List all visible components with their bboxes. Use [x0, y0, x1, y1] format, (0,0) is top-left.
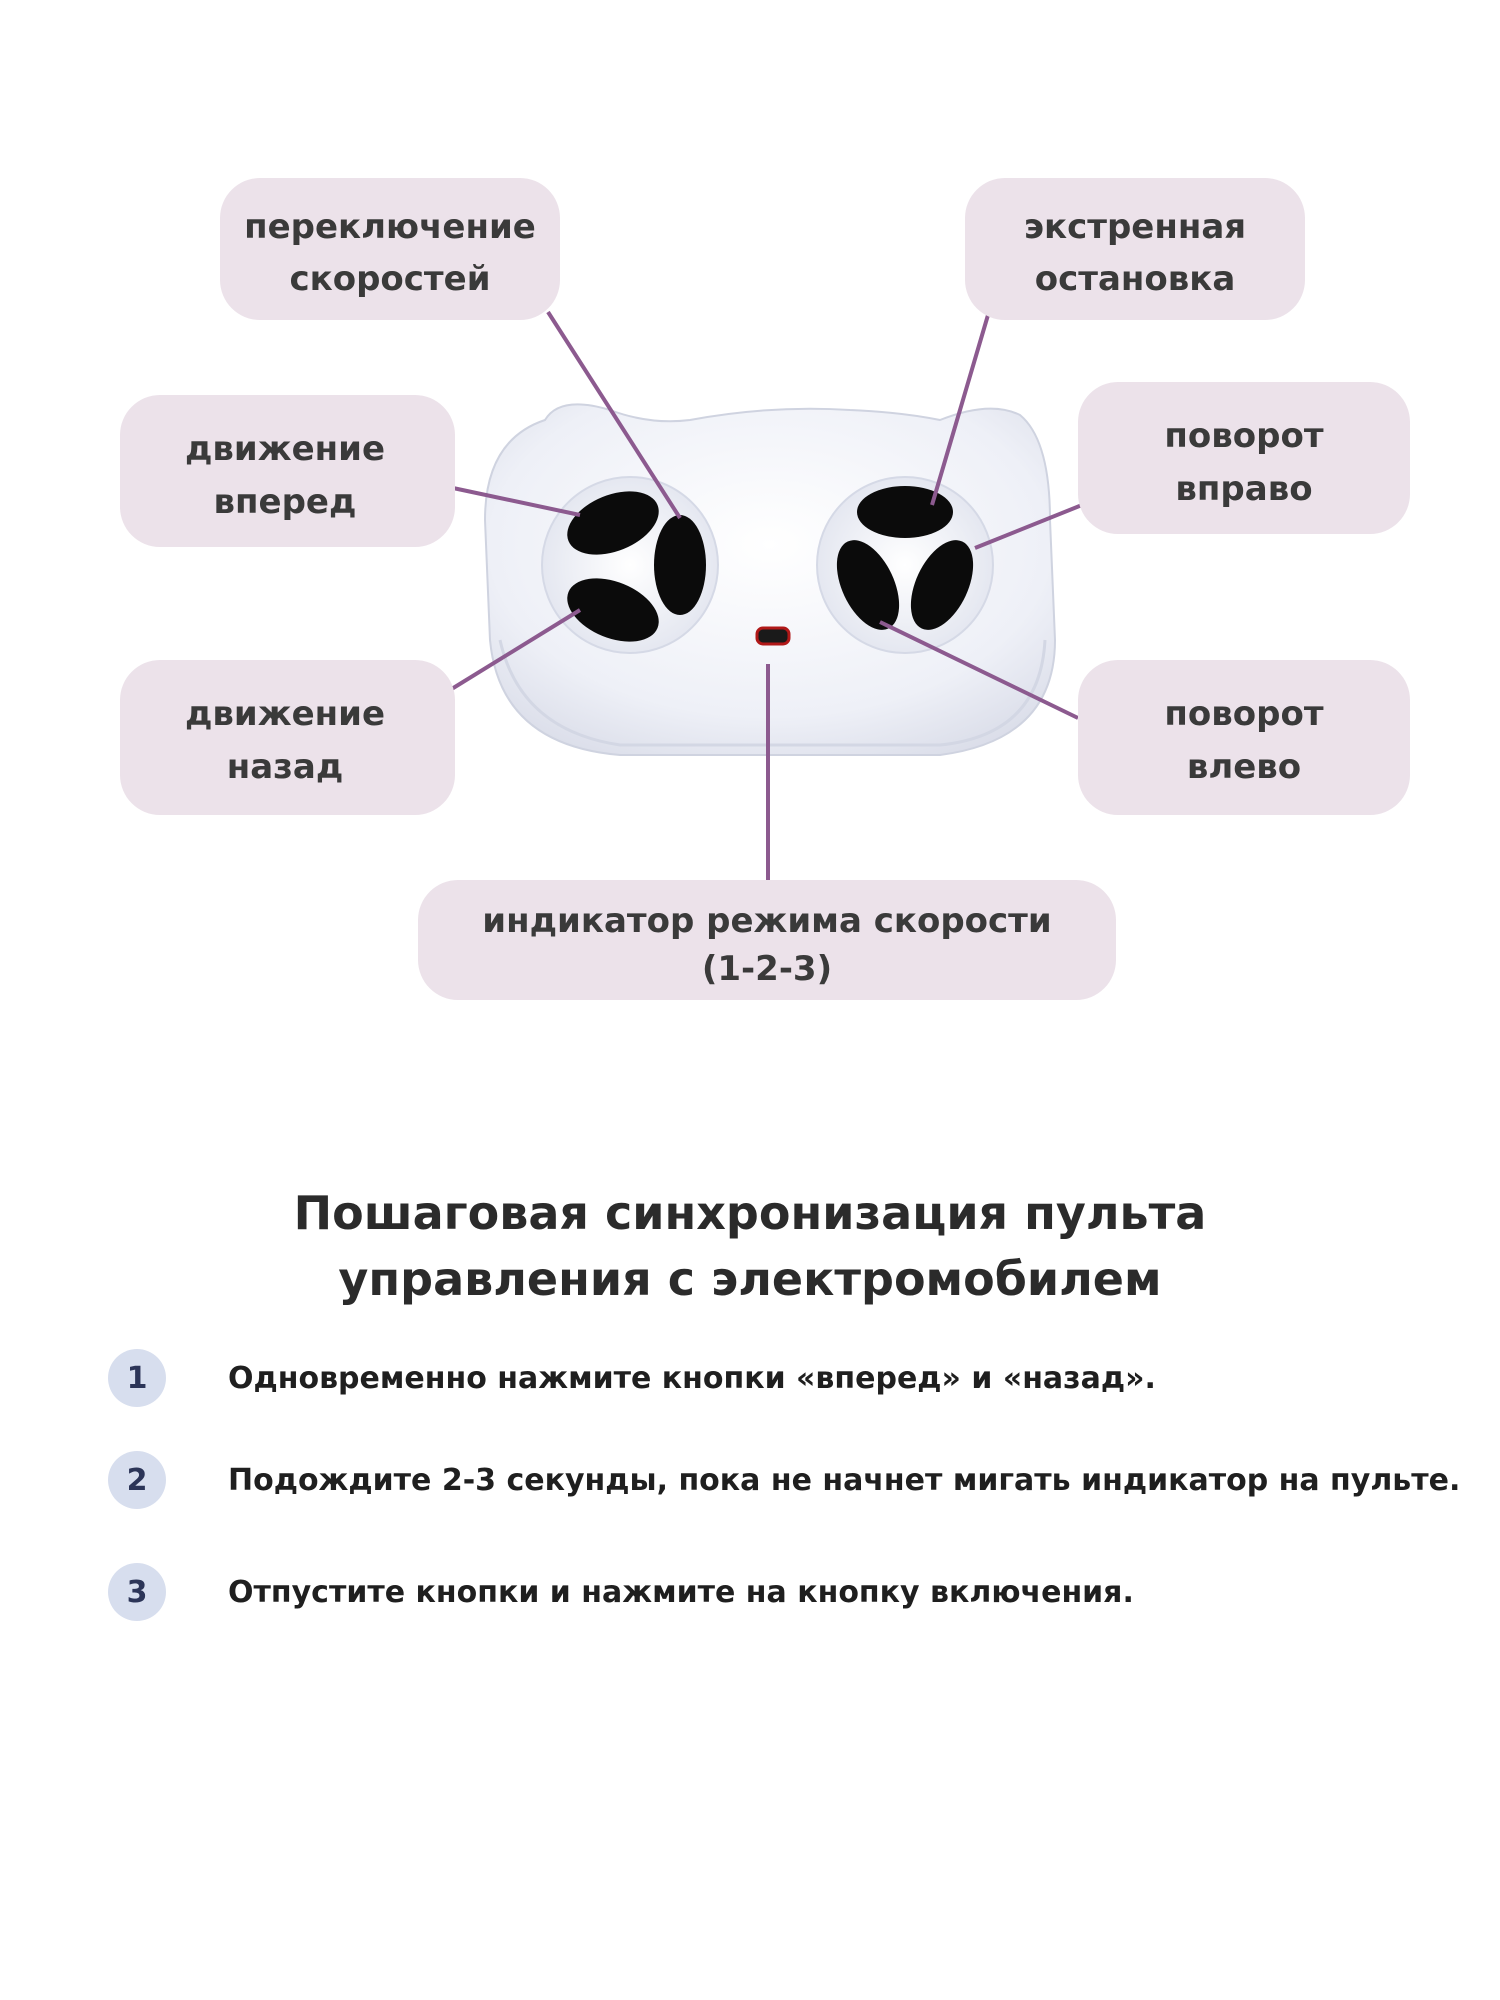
leader-lines [448, 310, 1083, 880]
svg-text:движение: движение [185, 694, 385, 734]
step-text: Подождите 2-3 секунды, пока не начнет ми… [228, 1462, 1461, 1498]
svg-text:переключение: переключение [244, 207, 536, 247]
svg-text:вправо: вправо [1175, 469, 1312, 509]
step-text: Одновременно нажмите кнопки «вперед» и «… [228, 1360, 1156, 1396]
step-3: 3 Отпустите кнопки и нажмите на кнопку в… [108, 1560, 1134, 1624]
speed-indicator-led [755, 626, 791, 646]
heading-line-2: управления с электромобилем [338, 1252, 1162, 1306]
callout-speed-indicator: индикатор режима скорости (1-2-3) [418, 880, 1116, 1000]
svg-text:поворот: поворот [1164, 694, 1323, 734]
svg-text:влево: влево [1187, 747, 1301, 787]
svg-text:движение: движение [185, 429, 385, 469]
left-joystick [541, 476, 719, 654]
svg-text:вперед: вперед [214, 482, 357, 522]
forward-button[interactable] [558, 479, 668, 567]
svg-text:поворот: поворот [1164, 416, 1323, 456]
step-1: 1 Одновременно нажмите кнопки «вперед» и… [108, 1346, 1156, 1410]
svg-text:остановка: остановка [1035, 259, 1236, 299]
svg-text:назад: назад [227, 747, 344, 787]
step-2: 2 Подождите 2-3 секунды, пока не начнет … [108, 1448, 1460, 1512]
turn-left-button[interactable] [824, 531, 912, 640]
step-text: Отпустите кнопки и нажмите на кнопку вкл… [228, 1574, 1134, 1610]
callout-turn-left: поворот влево [1078, 660, 1410, 815]
turn-right-button[interactable] [898, 531, 986, 640]
callout-backward: движение назад [120, 660, 455, 815]
step-number-badge: 1 [108, 1349, 166, 1407]
svg-text:скоростей: скоростей [289, 259, 490, 299]
callout-forward: движение вперед [120, 395, 455, 547]
callout-speed-switch: переключение скоростей [220, 178, 560, 320]
callout-turn-right: поворот вправо [1078, 382, 1410, 534]
step-number-badge: 2 [108, 1451, 166, 1509]
step-number-badge: 3 [108, 1563, 166, 1621]
heading-line-1: Пошаговая синхронизация пульта [293, 1186, 1207, 1240]
sync-instructions-heading: Пошаговая синхронизация пульта управлени… [100, 1180, 1400, 1312]
right-joystick [816, 476, 994, 654]
svg-text:индикатор режима скорости: индикатор режима скорости [482, 901, 1051, 941]
svg-text:экстренная: экстренная [1024, 207, 1246, 247]
emergency-stop-button[interactable] [857, 486, 953, 538]
backward-button[interactable] [558, 566, 668, 654]
speed-switch-button[interactable] [654, 515, 706, 615]
svg-text:(1-2-3): (1-2-3) [702, 949, 832, 989]
callout-emergency-stop: экстренная остановка [965, 178, 1305, 320]
remote-control-diagram: переключение скоростей экстренная остано… [120, 178, 1410, 1000]
